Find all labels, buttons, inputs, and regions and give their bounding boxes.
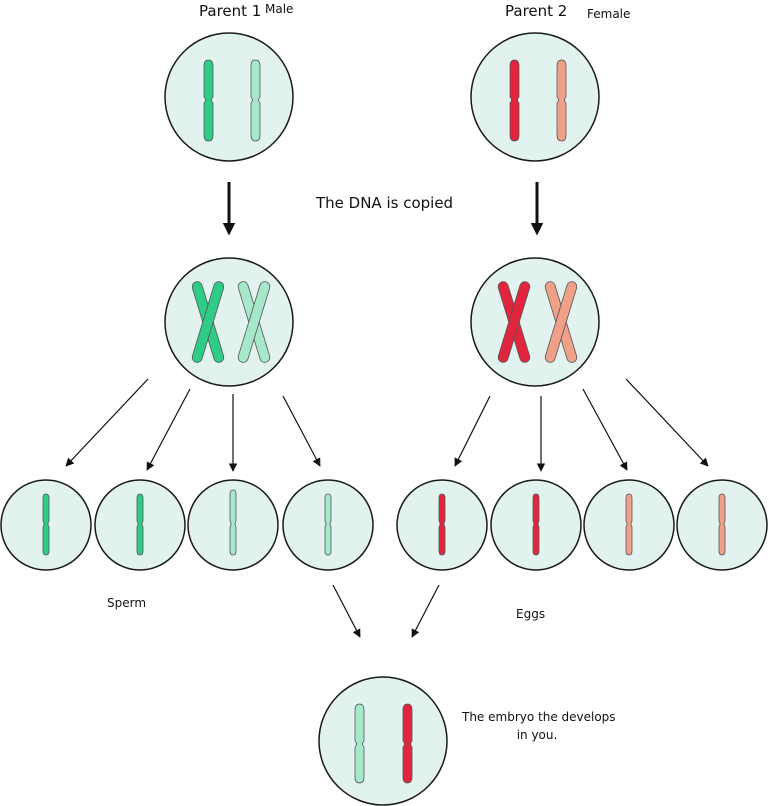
split-arrow-sperm-2 — [146, 388, 191, 471]
parent1-copied-cell — [164, 257, 294, 387]
fertilization-arrow-egg — [411, 584, 440, 638]
chromosome-light-green — [250, 59, 261, 142]
egg-chromosome-4 — [718, 493, 726, 556]
replicated-chromosome-salmon — [544, 281, 578, 363]
egg-chromosome-3 — [625, 493, 633, 556]
split-arrow-egg-3 — [582, 388, 628, 471]
parent2-cell — [470, 32, 600, 162]
sperm-chromosome-3 — [229, 489, 237, 556]
egg-chromosome-1 — [438, 493, 446, 556]
eggs-label: Eggs — [516, 607, 546, 621]
parent2-label: Parent 2 — [505, 2, 568, 20]
parent1-cell — [164, 32, 294, 162]
parent1-sex-label: Male — [265, 2, 294, 16]
split-arrow-egg-4 — [625, 378, 709, 467]
sperm-chromosome-2 — [136, 493, 144, 556]
sperm-chromosome-4 — [324, 493, 332, 556]
embryo-chromosome-light-green — [354, 703, 365, 784]
egg-chromosome-2 — [532, 493, 540, 556]
split-arrow-egg-1 — [454, 395, 491, 467]
replicated-chromosome-light-green — [237, 281, 271, 363]
embryo-label-line2: in you. — [516, 728, 558, 742]
replicated-chromosome-red — [497, 281, 531, 363]
parent2-copied-cell — [470, 257, 600, 387]
chromosome-salmon — [556, 59, 567, 142]
parent2-sex-label: Female — [587, 7, 631, 21]
embryo-label-line1: The embryo the develops — [462, 710, 616, 724]
split-arrow-sperm-1 — [65, 378, 149, 467]
dna-copied-label: The DNA is copied — [316, 194, 454, 212]
sperm-chromosome-1 — [42, 493, 50, 556]
chromosome-dark-green — [203, 59, 214, 142]
parent1-label: Parent 1 — [199, 2, 262, 20]
split-arrow-sperm-4 — [282, 395, 321, 467]
replicated-chromosome-dark-green — [191, 281, 225, 363]
fertilization-arrow-sperm — [332, 584, 361, 638]
chromosome-red — [509, 59, 520, 142]
embryo-cell — [318, 676, 448, 806]
sperm-label: Sperm — [107, 596, 147, 610]
embryo-chromosome-red — [402, 703, 413, 784]
